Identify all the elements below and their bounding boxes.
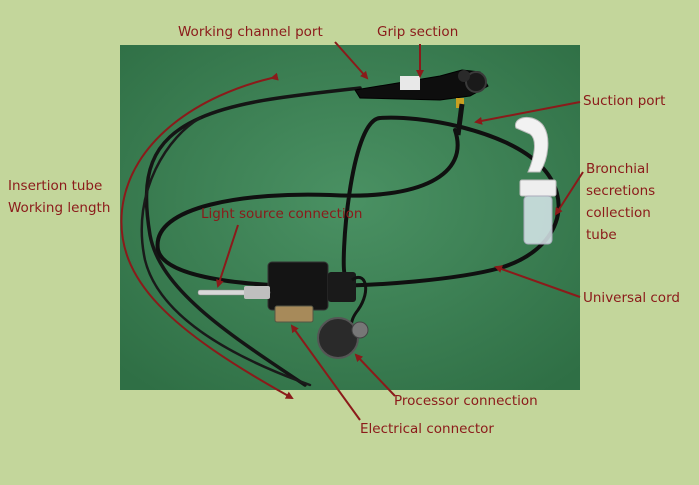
label-working-channel-port: Working channel port xyxy=(178,24,323,40)
label-bronchial-line2: secretions xyxy=(586,183,656,199)
collection-tube-body xyxy=(523,195,553,245)
label-bronchial-secretions: Bronchial secretions collection tube xyxy=(586,158,655,246)
grip-eyepiece xyxy=(465,71,487,93)
suction-valve xyxy=(456,98,464,108)
insertion-tube xyxy=(144,86,362,387)
light-guide-base xyxy=(244,286,270,299)
arrow-working-channel-port xyxy=(334,41,369,80)
arrow-suction-port xyxy=(474,101,581,125)
label-bronchial-line3: collection xyxy=(586,205,651,221)
universal-cord xyxy=(155,115,561,289)
connector-body-right xyxy=(328,272,356,302)
grip-lever xyxy=(458,70,470,82)
grip-section-body xyxy=(354,69,489,101)
processor-plug-cap xyxy=(351,321,369,339)
working-length-indicator xyxy=(120,72,294,399)
collection-tube-neck xyxy=(519,179,557,197)
arrow-bronchial xyxy=(554,171,584,216)
connector-ring xyxy=(274,305,314,323)
arrow-light-source xyxy=(216,224,239,288)
label-insertion-tube-line1: Insertion tube xyxy=(8,178,103,194)
label-universal-cord: Universal cord xyxy=(583,290,680,306)
label-bronchial-line4: tube xyxy=(586,227,617,243)
label-suction-port: Suction port xyxy=(583,93,666,109)
label-insertion-tube-line2: Working length xyxy=(8,200,111,216)
collection-tube-cap xyxy=(514,116,549,173)
label-processor-connection: Processor connection xyxy=(394,393,538,409)
grip-label-sticker xyxy=(400,76,420,90)
label-bronchial-line1: Bronchial xyxy=(586,161,650,177)
arrow-processor xyxy=(354,353,396,397)
arrow-electrical xyxy=(290,324,361,421)
label-electrical-connector: Electrical connector xyxy=(360,421,494,437)
insertion-tube-lower xyxy=(140,116,312,387)
label-light-source: Light source connection xyxy=(201,206,363,222)
label-grip-section: Grip section xyxy=(377,24,459,40)
label-insertion-tube: Insertion tube Working length xyxy=(8,175,110,219)
arrow-universal-cord xyxy=(494,265,581,298)
processor-plug xyxy=(317,317,359,359)
grip-stem xyxy=(455,103,465,136)
connector-housing xyxy=(267,261,329,311)
